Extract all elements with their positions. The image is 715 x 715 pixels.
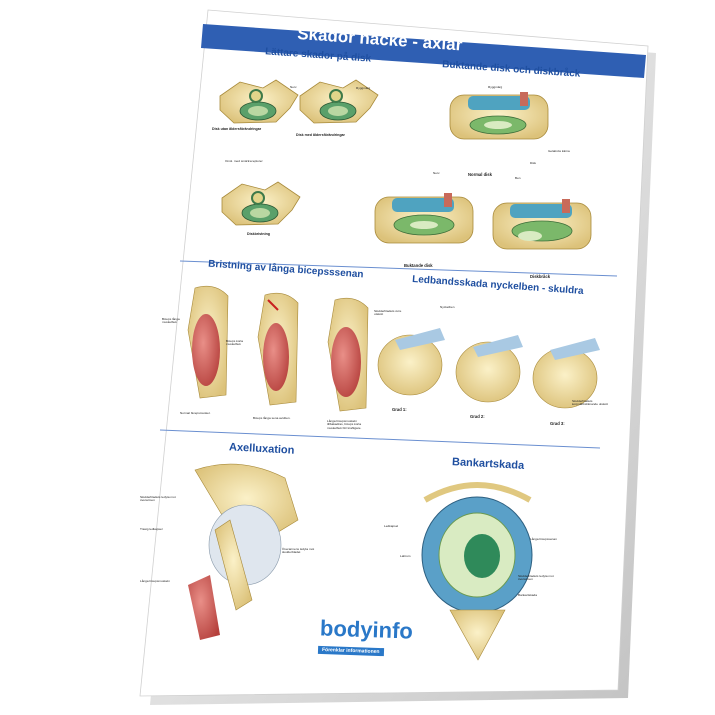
caption-grade-2: Grad 2: bbox=[470, 414, 485, 419]
caption-disc-normal: Disk utan åldersförändringar bbox=[212, 127, 262, 131]
disc-illustration-top bbox=[449, 92, 549, 140]
caption-grade-1: Grad 1: bbox=[392, 407, 407, 412]
label-coracoid: Skulderbladets korpnäbbsliknande utskott bbox=[572, 399, 608, 407]
arm-illustration-3 bbox=[327, 297, 369, 412]
label-long-biceps-tendon: Långa bicepssenan bbox=[530, 537, 557, 541]
label-acromion: Skulderbladets övre utskott bbox=[374, 309, 402, 317]
shoulder-illustration-3 bbox=[532, 338, 600, 409]
caption-disc-aged: Disk med åldersförändringar bbox=[296, 133, 345, 137]
vertebra-illustration-2 bbox=[299, 79, 379, 124]
label-disk: Disk bbox=[530, 161, 537, 165]
caption-disc-rupture: Diskbristning bbox=[247, 232, 270, 236]
caption-herniation: Diskbråck bbox=[530, 274, 551, 279]
label-labrum: Labrum bbox=[400, 554, 411, 558]
label-bankart-lesion: Bankartskada bbox=[518, 593, 537, 597]
label-ryggmarg-2: Ryggmärg bbox=[488, 85, 503, 89]
disc-illustration-bottom-left bbox=[374, 193, 474, 244]
label-biceps-short: Biceps korta muskelbuk bbox=[226, 339, 244, 347]
divider-2 bbox=[159, 429, 601, 449]
dislocation-illustration bbox=[188, 463, 299, 640]
caption-normal-disc: Normal disk bbox=[468, 172, 492, 177]
label-receptors: Omsl. med smärtreceptorer bbox=[225, 159, 263, 163]
label-nerv-2: Nerv bbox=[433, 171, 440, 175]
title-banner bbox=[201, 24, 646, 78]
caption-grade-3: Grad 3: bbox=[550, 421, 565, 426]
label-ledkapsel: Ledkapsel bbox=[384, 524, 399, 528]
disc-illustration-bottom-right bbox=[492, 199, 592, 250]
label-humeral-head: Överarmens ledyta mot skulderbladet bbox=[282, 547, 315, 555]
label-nyckelben: Nyckelben bbox=[440, 305, 455, 309]
shoulder-illustration-2 bbox=[455, 335, 523, 403]
caption-biceps-torn: Biceps långa sena avsliten. bbox=[253, 416, 291, 420]
label-gelatinous-core: Gelatinös kärna bbox=[548, 149, 570, 153]
shoulder-illustration-1 bbox=[377, 328, 445, 396]
arm-illustration-1 bbox=[187, 285, 229, 399]
label-ben: Ben bbox=[515, 176, 521, 180]
bankart-illustration bbox=[421, 482, 533, 661]
arm-illustration-2 bbox=[257, 292, 299, 406]
label-nerv-1: Nerv bbox=[290, 85, 297, 89]
vertebra-illustration-1 bbox=[219, 79, 299, 124]
label-ryggmarg-1: Ryggmärg bbox=[356, 86, 371, 90]
label-torn-capsule: Trasig ledkapsel bbox=[140, 527, 163, 531]
label-long-biceps: Långa bicepsmuskeln bbox=[140, 579, 170, 583]
vertebra-illustration-3 bbox=[221, 181, 301, 226]
caption-bulging-disc: Buktande disk bbox=[404, 263, 433, 268]
caption-biceps-normal: Normal bicepsmuskel. bbox=[180, 411, 211, 415]
label-glenoid: Skulderbladets ledyta mot överarmen bbox=[140, 495, 176, 503]
label-glenoid-2: Skulderbladets ledyta mot överarmen bbox=[518, 574, 554, 582]
label-biceps-long: Biceps långa muskelbuk bbox=[162, 317, 180, 325]
caption-biceps-retracted: Långa bicepsmuskeln tillbakadras, biceps… bbox=[327, 419, 362, 430]
brand-logo: bodyinfo bbox=[319, 615, 414, 644]
divider-1 bbox=[179, 260, 618, 277]
